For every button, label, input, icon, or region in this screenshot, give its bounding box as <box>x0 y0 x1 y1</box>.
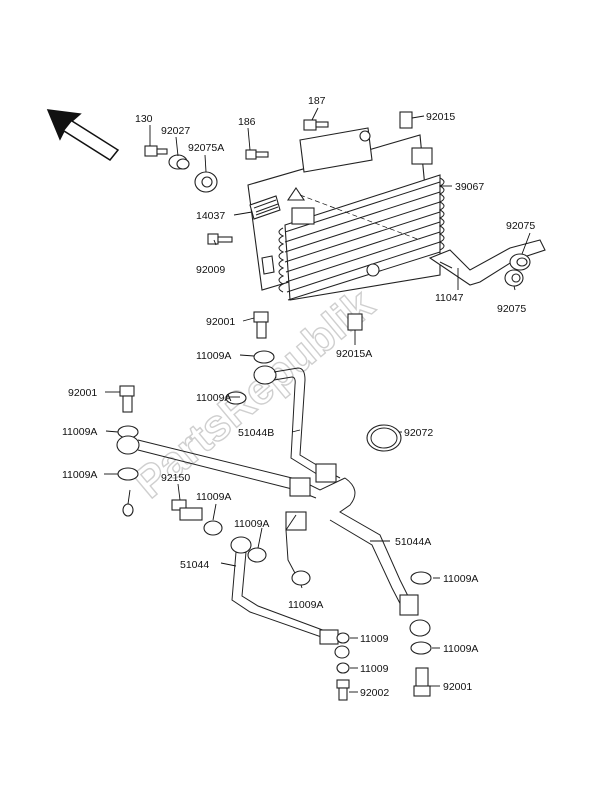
marker <box>122 503 134 517</box>
oil-hose-51044A <box>285 477 431 637</box>
callout-14037: 14037 <box>196 210 225 222</box>
callout-11009A-4: 11009A <box>62 469 97 481</box>
callout-92015: 92015 <box>426 111 455 123</box>
oil-hose-left <box>116 435 346 499</box>
washer <box>410 571 432 585</box>
bracket <box>428 239 546 286</box>
callout-11009A-1: 11009A <box>196 350 231 362</box>
callout-11047: 11047 <box>435 292 464 304</box>
front-arrow-icon <box>46 109 120 161</box>
callout-92002: 92002 <box>360 687 389 699</box>
callout-11009A-9: 11009A <box>443 643 478 655</box>
grommet-lower <box>504 269 524 287</box>
oil-cooler <box>247 127 445 301</box>
oil-hose-51044 <box>230 536 350 659</box>
callout-92009: 92009 <box>196 264 225 276</box>
callout-11009A-6: 11009A <box>234 518 269 530</box>
banjo-bolt-upper <box>253 311 269 339</box>
washer <box>253 350 275 364</box>
callout-186: 186 <box>238 116 256 128</box>
callout-92001-upper: 92001 <box>206 316 235 328</box>
callout-11009A-3: 11009A <box>62 426 97 438</box>
callout-92015A: 92015A <box>336 348 372 360</box>
washer <box>410 641 432 655</box>
bolt-187 <box>303 119 329 131</box>
banjo-bolt-92001-lower <box>413 667 431 697</box>
callout-92150: 92150 <box>161 472 190 484</box>
callout-92027: 92027 <box>161 125 190 137</box>
banjo-bolt-92002 <box>336 679 350 701</box>
grommet-92075A <box>194 171 218 193</box>
callout-130: 130 <box>135 113 153 125</box>
clip-92015 <box>399 111 413 129</box>
grommet-upper <box>509 253 531 271</box>
washer <box>247 547 267 563</box>
callout-11009A-2: 11009A <box>196 392 231 404</box>
washer <box>336 662 350 674</box>
bolt-92009 <box>207 233 233 245</box>
callout-11009-2: 11009 <box>360 663 389 675</box>
callout-92075-upper: 92075 <box>506 220 535 232</box>
callout-39067: 39067 <box>455 181 484 193</box>
washer <box>291 570 311 586</box>
washer <box>225 391 247 405</box>
callout-51044B: 51044B <box>238 427 274 439</box>
callout-11009A-5: 11009A <box>196 491 231 503</box>
banjo-bolt-left <box>119 385 135 413</box>
oil-hose-51044B <box>253 365 341 479</box>
clip-92015A <box>347 313 363 331</box>
bolt-130 <box>144 145 168 157</box>
hose-clamp <box>366 424 402 452</box>
banjo-bolt-92150 <box>171 499 203 521</box>
callout-51044A: 51044A <box>395 536 431 548</box>
callout-92072: 92072 <box>404 427 433 439</box>
callout-92001-left: 92001 <box>68 387 97 399</box>
washer <box>203 520 223 536</box>
callout-11009A-7: 11009A <box>443 573 478 585</box>
callout-187: 187 <box>308 95 326 107</box>
callout-11009-1: 11009 <box>360 633 389 645</box>
callout-92001-lower: 92001 <box>443 681 472 693</box>
callout-92075A: 92075A <box>188 142 224 154</box>
washer <box>117 467 139 481</box>
collar-92027 <box>168 154 190 170</box>
bolt-186 <box>245 149 269 160</box>
washer <box>336 632 350 644</box>
callout-11009A-8: 11009A <box>288 599 323 611</box>
callout-51044: 51044 <box>180 559 209 571</box>
callout-92075-lower: 92075 <box>497 303 526 315</box>
